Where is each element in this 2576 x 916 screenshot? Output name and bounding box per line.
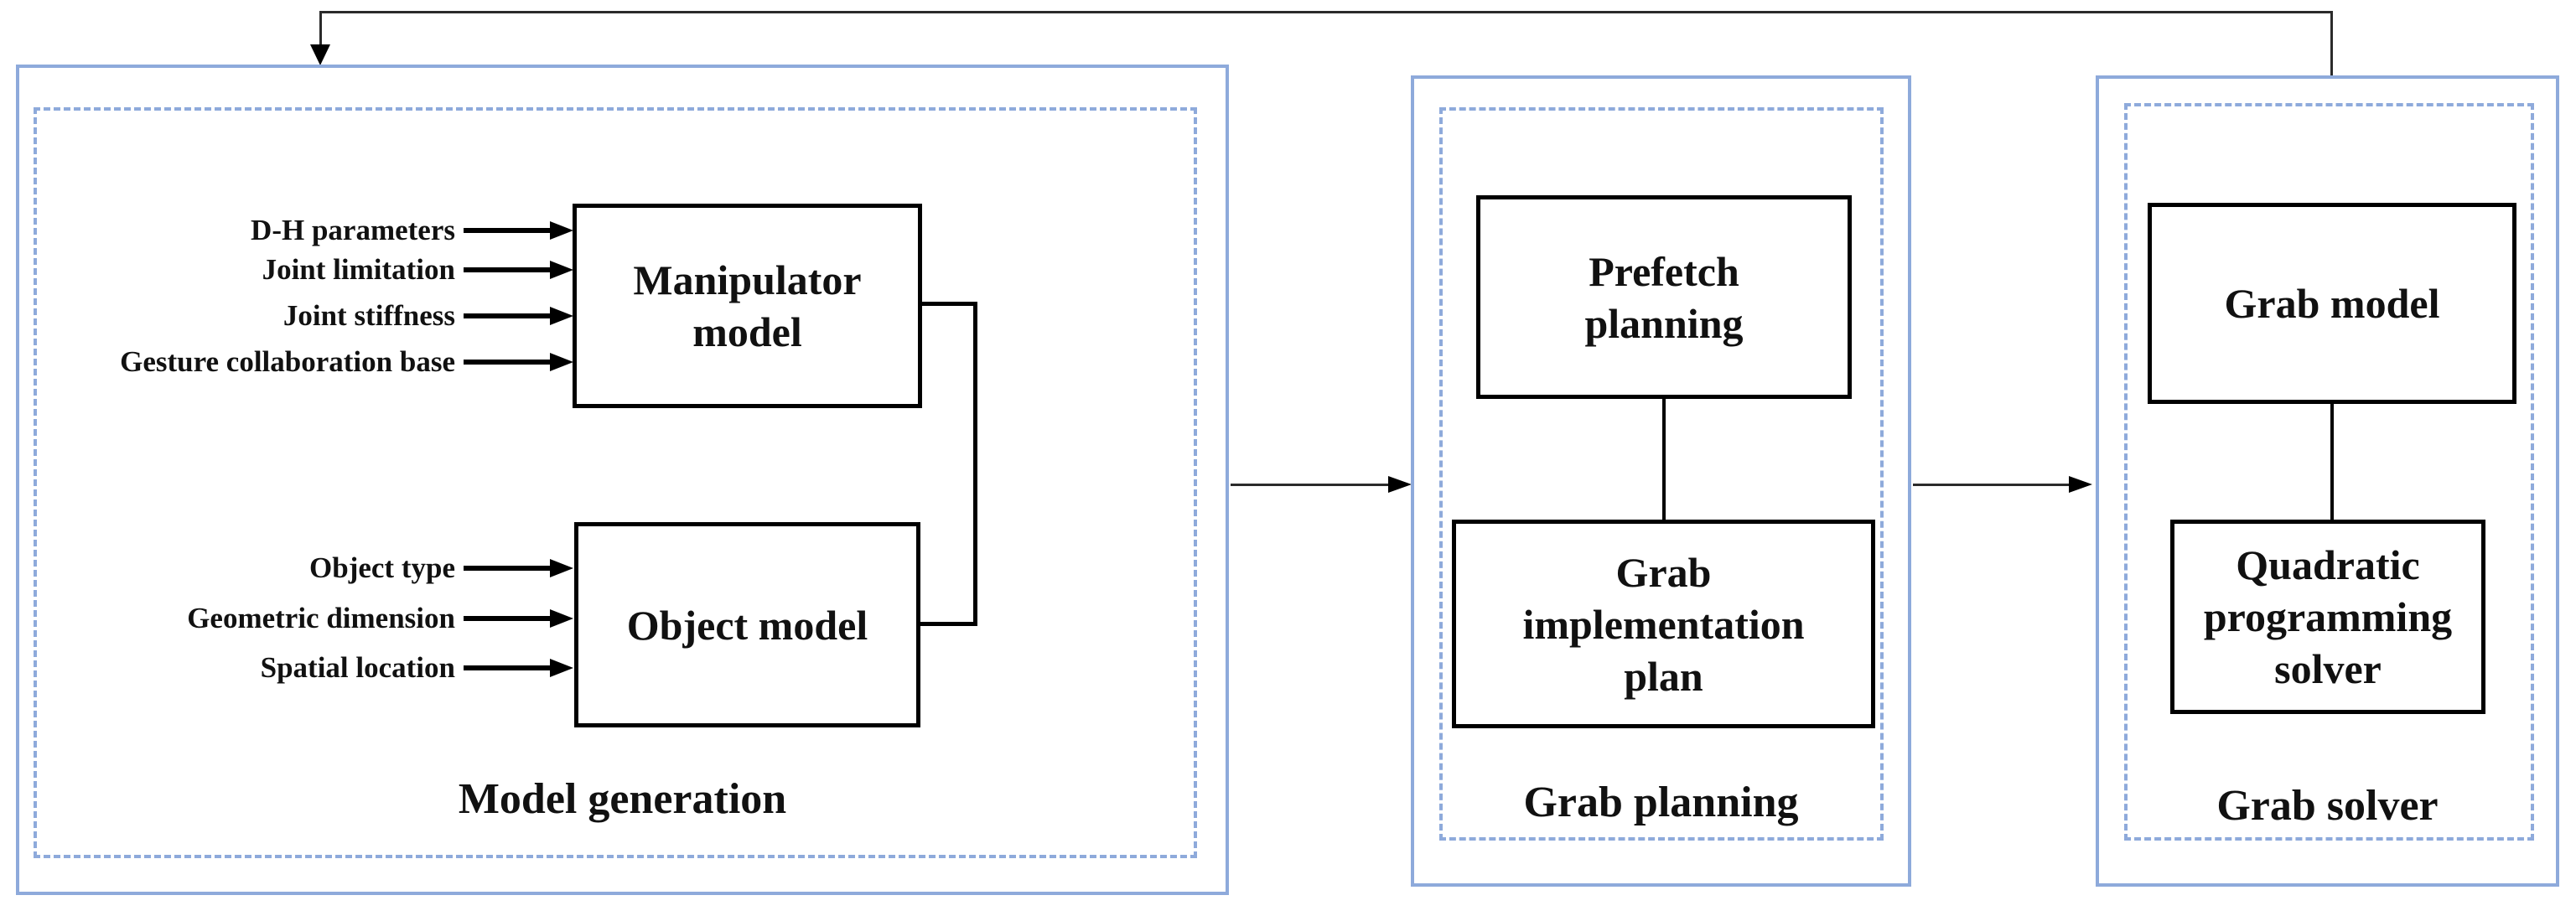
connector-grabmodel-to-solver (2330, 404, 2334, 521)
caption-model-generation: Model generation (458, 775, 787, 823)
object-model-box: Object model (574, 522, 920, 727)
input-arrowhead-icon (550, 353, 573, 371)
input-arrowhead-icon (550, 559, 573, 577)
caption-grab-planning: Grab planning (1523, 779, 1799, 826)
box-label-line: Grab model (2224, 280, 2440, 327)
input-label-joint-limitation: Joint limitation (262, 253, 455, 286)
arrow-planning-to-solver-line (1913, 484, 2072, 486)
manipulator-model-box: Manipulator model (573, 204, 922, 408)
feedback-line-right-vertical (2330, 11, 2333, 75)
box-label-line: planning (1584, 299, 1744, 347)
box-label-line: Quadratic (2236, 541, 2420, 588)
input-arrowhead-icon (550, 261, 573, 279)
box-label-line: Grab (1615, 548, 1712, 596)
input-arrow-line (464, 566, 551, 571)
grab-planning-dashed-border (1439, 107, 1884, 841)
input-label-geometric-dimension: Geometric dimension (187, 602, 455, 634)
input-arrow-line (464, 360, 551, 365)
input-arrow-line (464, 616, 551, 621)
prefetch-planning-box: Prefetch planning (1476, 195, 1852, 399)
grab-implementation-plan-box: Grab implementation plan (1452, 520, 1875, 728)
input-label-gesture-collaboration-base: Gesture collaboration base (120, 345, 455, 378)
arrow-model-to-planning-head-icon (1388, 476, 1412, 493)
feedback-arrowhead-down-icon (310, 44, 330, 65)
model-join-bracket-bottom (920, 622, 977, 626)
box-label-line: programming (2203, 593, 2453, 640)
input-arrowhead-icon (550, 659, 573, 677)
feedback-line-horizontal (319, 11, 2333, 13)
input-label-joint-stiffness: Joint stiffness (282, 299, 455, 332)
box-label-line: solver (2274, 645, 2382, 692)
model-join-bracket-top (922, 302, 977, 306)
connector-prefetch-to-implementation (1662, 399, 1666, 521)
model-join-bracket-vertical (973, 302, 977, 626)
input-arrowhead-icon (550, 609, 573, 628)
input-arrowhead-icon (550, 221, 573, 240)
box-label-line: Object model (626, 601, 868, 649)
panel-model-generation (16, 65, 1229, 895)
box-label-line: plan (1624, 652, 1703, 700)
quadratic-programming-solver-box: Quadratic programming solver (2170, 520, 2485, 714)
grab-solver-dashed-border (2124, 103, 2534, 841)
box-label-line: model (692, 308, 802, 355)
input-label-spatial-location: Spatial location (260, 651, 455, 684)
input-arrow-line (464, 267, 551, 272)
box-label-line: Prefetch (1589, 247, 1739, 295)
arrow-model-to-planning-line (1231, 484, 1392, 486)
box-label-line: implementation (1522, 600, 1805, 648)
feedback-line-left-vertical (319, 11, 322, 46)
box-label-line: Manipulator (633, 256, 862, 303)
input-label-object-type: Object type (309, 551, 455, 584)
arrow-planning-to-solver-head-icon (2069, 476, 2092, 493)
model-generation-dashed-border (34, 107, 1197, 858)
input-arrowhead-icon (550, 307, 573, 325)
caption-grab-solver: Grab solver (2216, 782, 2439, 830)
input-label-dh-parameters: D-H parameters (251, 214, 455, 246)
input-arrow-line (464, 313, 551, 318)
input-arrow-line (464, 665, 551, 670)
grab-model-box: Grab model (2148, 203, 2516, 404)
input-arrow-line (464, 228, 551, 233)
